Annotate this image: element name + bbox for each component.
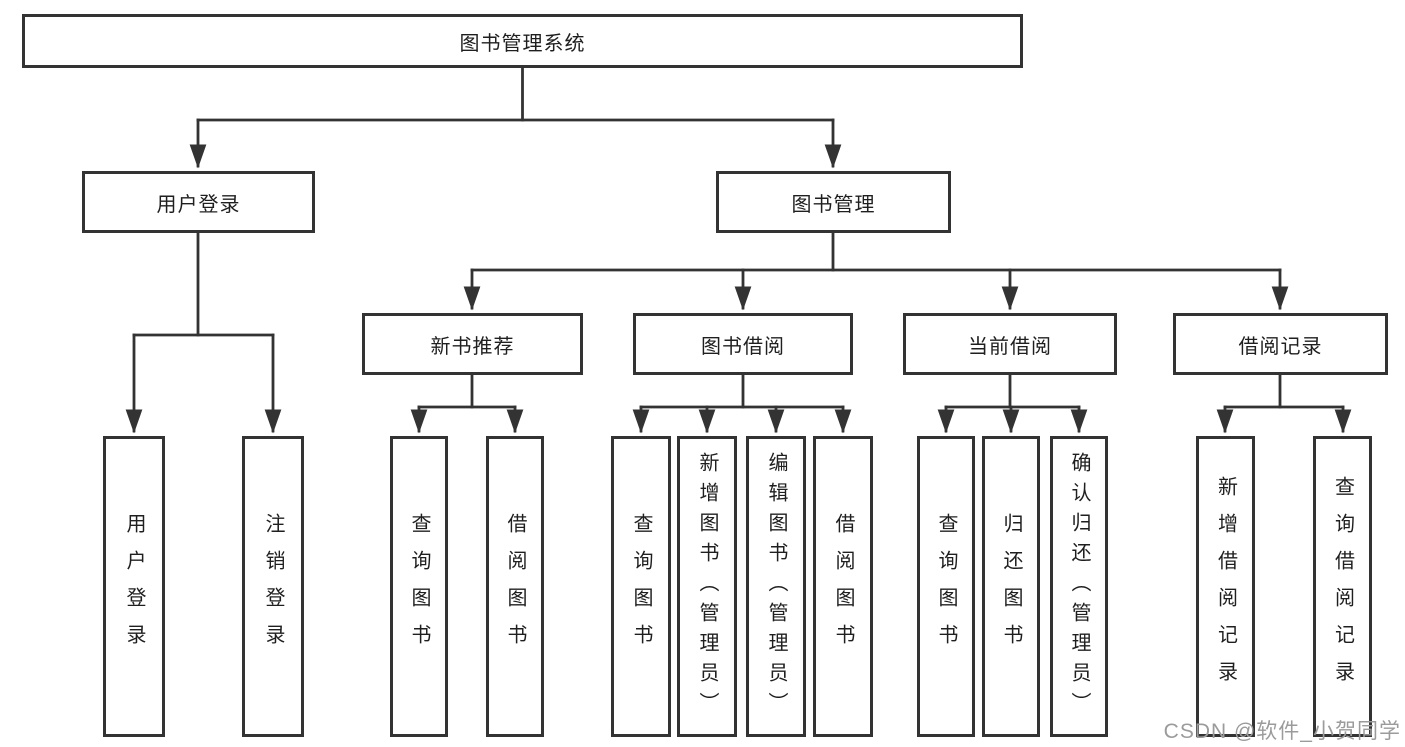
leaf-nb-borrow-books: 借阅图书 (486, 436, 544, 737)
leaf-cb-return-books: 归还图书 (982, 436, 1040, 737)
leaf-cb-query-books: 查询图书 (917, 436, 975, 737)
leaf-br-add-record-label: 新增借阅记录 (1214, 475, 1237, 698)
leaf-bb-edit-books-admin: 编辑图书（管理员） (746, 436, 806, 737)
node-book-management: 图书管理 (716, 171, 951, 233)
leaf-bb-borrow-books-label: 借阅图书 (832, 512, 854, 661)
node-borrow-records: 借阅记录 (1173, 313, 1388, 375)
node-current-borrow: 当前借阅 (903, 313, 1117, 375)
leaf-user-login: 用户登录 (103, 436, 165, 737)
leaf-bb-borrow-books: 借阅图书 (813, 436, 873, 737)
leaf-nb-borrow-books-label: 借阅图书 (504, 512, 526, 661)
node-user-login-label: 用户登录 (156, 193, 241, 216)
leaf-br-add-record: 新增借阅记录 (1196, 436, 1255, 737)
leaf-bb-add-books-admin-label: 新增图书（管理员） (696, 451, 718, 722)
leaf-nb-query-books: 查询图书 (390, 436, 448, 737)
leaf-cb-confirm-return-admin: 确认归还（管理员） (1050, 436, 1108, 737)
leaf-cb-query-books-label: 查询图书 (935, 512, 957, 661)
leaf-nb-query-books-label: 查询图书 (408, 512, 430, 661)
node-borrow-records-label: 借阅记录 (1238, 335, 1323, 358)
node-root: 图书管理系统 (22, 14, 1023, 68)
leaf-bb-query-books-label: 查询图书 (630, 512, 652, 661)
node-book-borrow-label: 图书借阅 (701, 335, 785, 358)
leaf-br-query-record-label: 查询借阅记录 (1331, 475, 1354, 698)
csdn-watermark: CSDN @软件_小贺同学 (1163, 720, 1401, 743)
node-current-borrow-label: 当前借阅 (968, 335, 1052, 358)
node-new-book-recommend-label: 新书推荐 (430, 335, 515, 358)
leaf-user-login-label: 用户登录 (123, 512, 145, 661)
leaf-bb-query-books: 查询图书 (611, 436, 671, 737)
node-new-book-recommend: 新书推荐 (362, 313, 583, 375)
leaf-bb-add-books-admin: 新增图书（管理员） (677, 436, 737, 737)
node-user-login: 用户登录 (82, 171, 315, 233)
leaf-bb-edit-books-admin-label: 编辑图书（管理员） (765, 451, 787, 722)
node-book-management-label: 图书管理 (791, 193, 876, 216)
leaf-logout-label: 注销登录 (262, 512, 284, 661)
leaf-cb-confirm-return-admin-label: 确认归还（管理员） (1068, 451, 1090, 722)
leaf-logout: 注销登录 (242, 436, 304, 737)
node-book-borrow: 图书借阅 (633, 313, 853, 375)
leaf-cb-return-books-label: 归还图书 (1000, 512, 1022, 661)
node-root-label: 图书管理系统 (459, 32, 586, 55)
leaf-br-query-record: 查询借阅记录 (1313, 436, 1372, 737)
